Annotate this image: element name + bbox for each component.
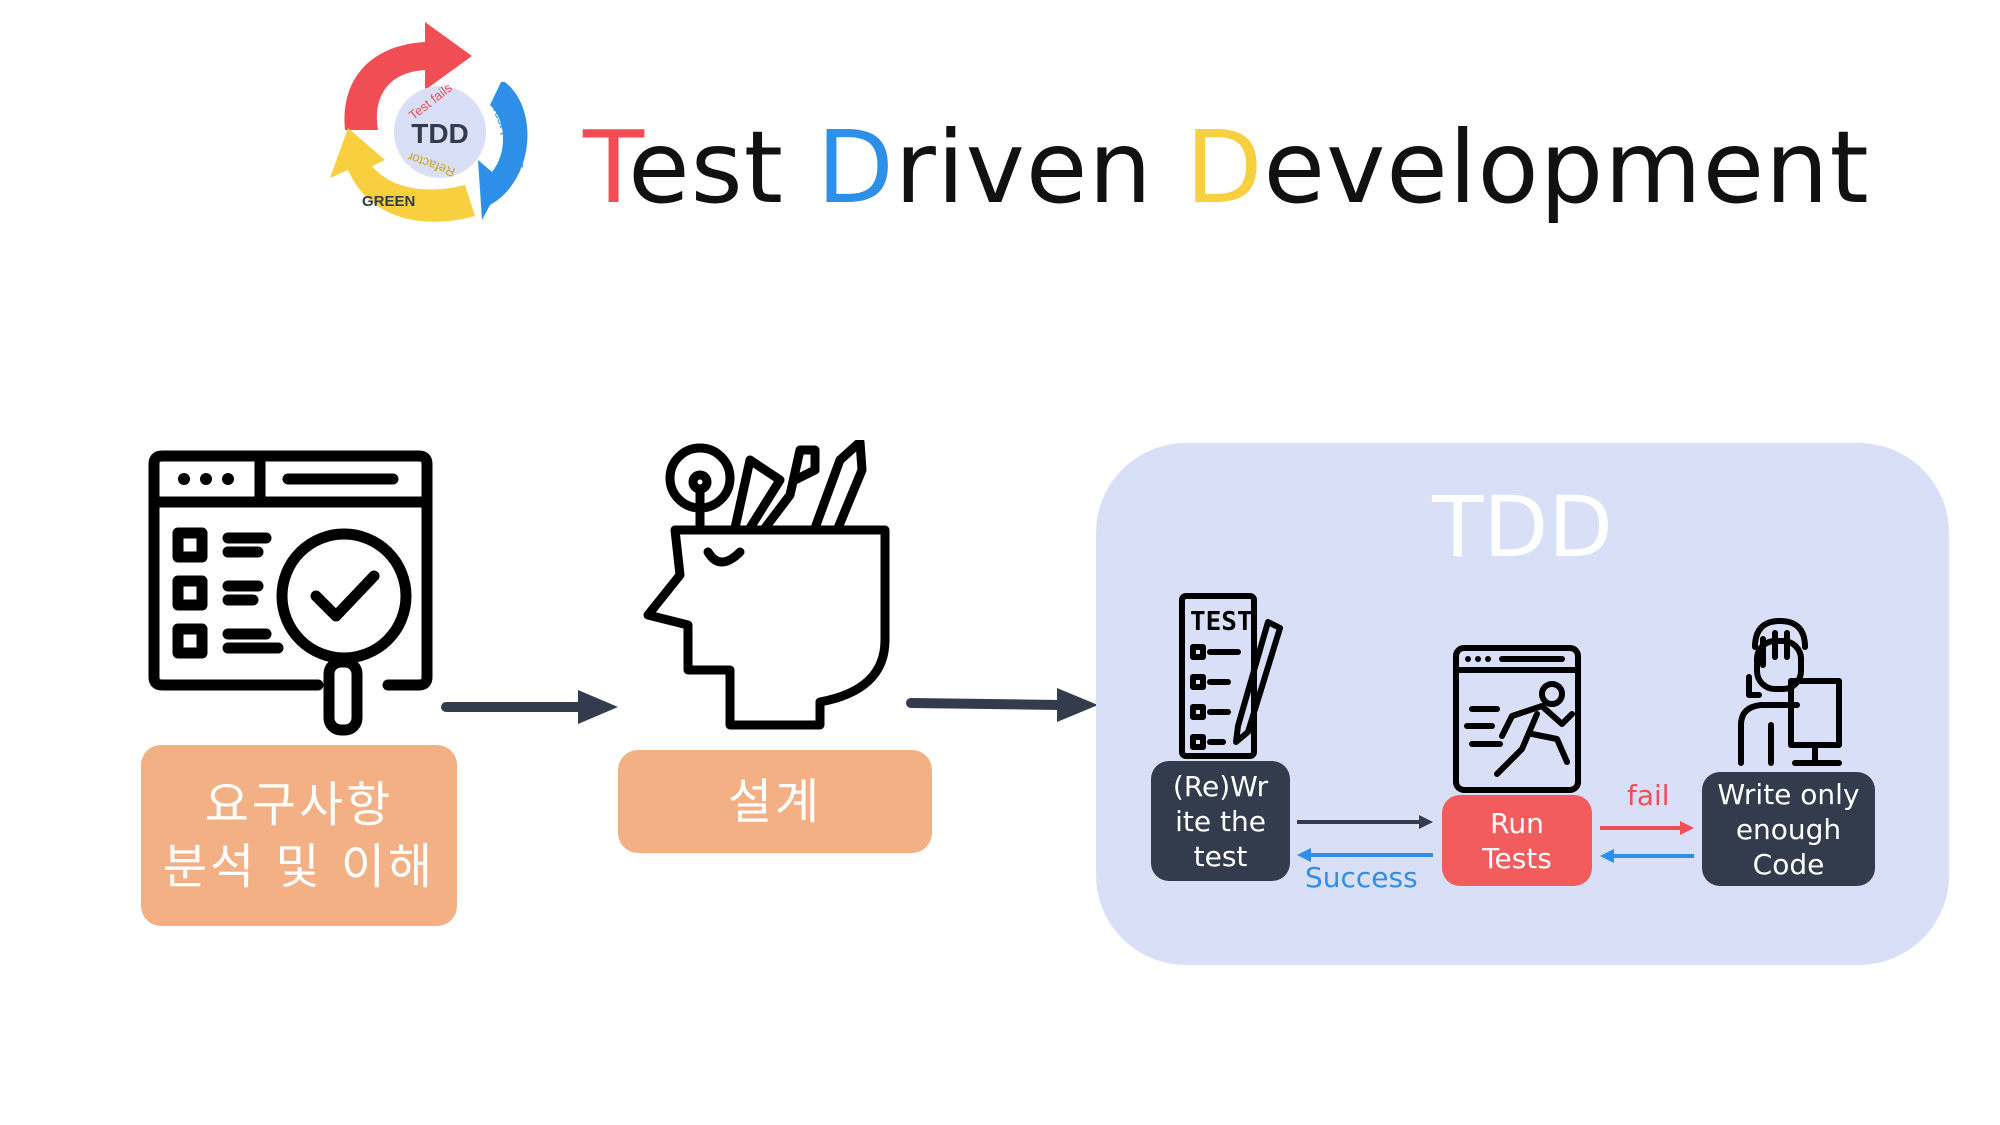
write-test-label: (Re)Wr ite the test (1172, 769, 1269, 873)
title-initial-d2: D (1185, 109, 1264, 226)
test-checklist-icon: TEST (1179, 593, 1283, 759)
developer-icon (1738, 618, 1842, 766)
arrow-requirements-to-design (441, 690, 618, 724)
logo-center-text: TDD (411, 118, 469, 149)
arrow-run-to-code-fail (1600, 821, 1694, 835)
tdd-cycle-logo: TDD RED BLUE GREEN Test fails Test passe… (330, 22, 539, 222)
page-title: Test Driven Development (583, 118, 1870, 218)
arrow-design-to-tdd (906, 688, 1098, 722)
logo-red-label: RED (346, 45, 378, 62)
tdd-region-title: TDD (1432, 478, 1613, 576)
logo-green-label: GREEN (362, 193, 415, 210)
arrow-code-to-run (1600, 849, 1694, 863)
title-word-development: evelopment (1263, 109, 1870, 226)
arrow-run-to-write-success (1297, 848, 1433, 862)
write-code-node: Write only enough Code (1702, 772, 1875, 886)
run-tests-label: Run Tests (1482, 806, 1552, 875)
title-initial-d: D (816, 109, 895, 226)
requirements-search-icon (148, 450, 433, 736)
write-code-label: Write only enough Code (1717, 777, 1860, 881)
title-word-driven: riven (894, 109, 1153, 226)
requirements-analysis-step: 요구사항 분석 및 이해 (141, 745, 457, 926)
write-test-node: (Re)Wr ite the test (1151, 761, 1290, 881)
test-icon-label: TEST (1190, 607, 1253, 637)
design-step: 설계 (618, 750, 932, 853)
run-tests-node: Run Tests (1442, 795, 1592, 886)
title-initial-t: T (583, 109, 629, 226)
requirements-step-label: 요구사항 분석 및 이해 (162, 776, 436, 895)
design-step-label: 설계 (727, 773, 823, 830)
run-tests-icon (1453, 645, 1581, 793)
fail-label: fail (1627, 779, 1670, 812)
title-word-test: est (628, 109, 784, 226)
design-head-icon (643, 440, 890, 730)
success-label: Success (1305, 861, 1418, 894)
arrow-write-to-run (1297, 815, 1433, 829)
logo-blue-label: BLUE (498, 69, 539, 86)
